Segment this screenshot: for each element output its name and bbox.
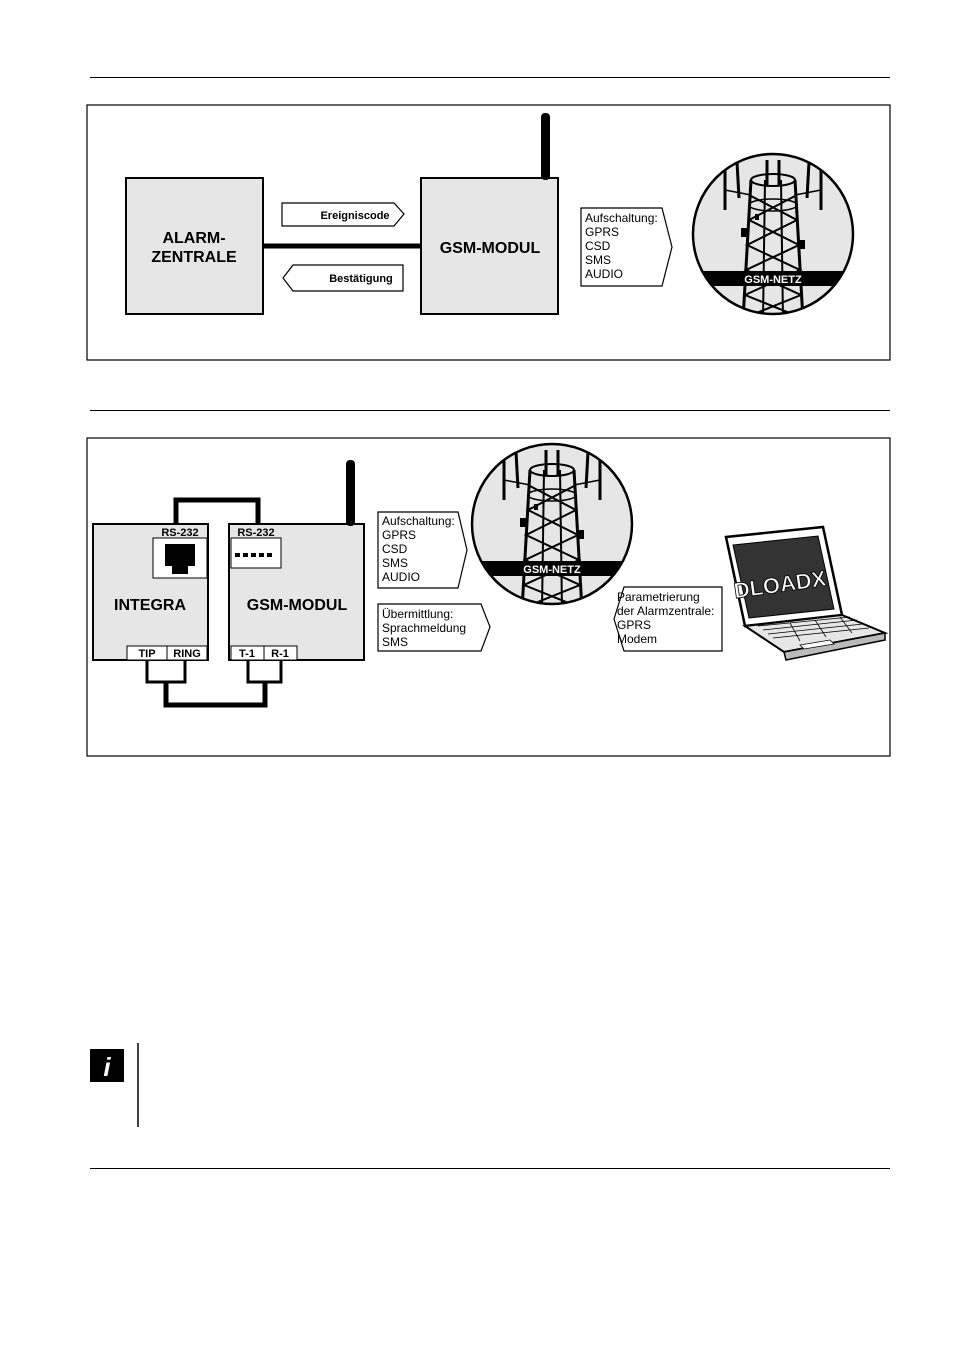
transmission2-item-1: GPRS (382, 528, 416, 542)
transmission2-item-2: CSD (382, 542, 408, 556)
transmission2-item-0: Aufschaltung: (382, 514, 455, 528)
gsm-network-circle-2 (470, 442, 634, 606)
gsm-antenna-2 (346, 460, 355, 526)
transmission-item-1: GPRS (585, 225, 619, 239)
programming-item-2: GPRS (617, 618, 651, 632)
laptop-screen-text: DLOADX (732, 566, 828, 604)
transmission2-item-3: SMS (382, 556, 408, 570)
transmission-box-2 (377, 511, 468, 589)
integra-label: INTEGRA (114, 597, 186, 614)
alarm-panel-box (125, 177, 264, 315)
acknowledge-label: Bestätigung (329, 273, 393, 285)
laptop-icon (724, 525, 889, 661)
gsm-network-circle (691, 152, 855, 316)
footer-rule (90, 1168, 890, 1169)
messaging-box (377, 603, 491, 652)
gsm-antenna (541, 113, 550, 180)
acknowledge-arrow (282, 264, 404, 292)
gsm-rs232-label: RS-232 (237, 527, 274, 539)
gsm-network-label-2: GSM-NETZ (523, 564, 581, 576)
messaging-item-0: Übermittlung: (382, 607, 453, 621)
integra-rs232-label: RS-232 (161, 527, 198, 539)
terminal-r1: R-1 (271, 648, 289, 660)
cell-tower-icon-2 (472, 448, 632, 604)
info-icon (90, 1049, 124, 1082)
rj-socket-icon (165, 544, 195, 574)
gsm-module2-label: GSM-MODUL (247, 597, 348, 614)
gsm-network-label: GSM-NETZ (744, 274, 802, 286)
transmission-item-0: Aufschaltung: (585, 211, 658, 225)
terminal-tip: TIP (138, 648, 155, 660)
alarm-panel-label-1: ALARM- (162, 230, 225, 247)
transmission-item-4: AUDIO (585, 267, 623, 281)
gsm-module-box (420, 177, 559, 315)
event-code-arrow (281, 202, 405, 227)
gsm-module-label: GSM-MODUL (440, 240, 541, 257)
event-code-label: Ereigniscode (320, 210, 389, 222)
programming-item-1: der Alarmzentrale: (617, 604, 714, 618)
header-rule (90, 77, 890, 78)
transmission2-item-4: AUDIO (382, 570, 420, 584)
info-icon-glyph: i (103, 1052, 111, 1082)
programming-box (613, 586, 723, 652)
programming-item-0: Parametrierung (617, 590, 700, 604)
section-rule (90, 410, 890, 411)
phone-line-link (163, 682, 268, 708)
terminal-t1: T-1 (239, 648, 255, 660)
transmission-item-2: CSD (585, 239, 611, 253)
messaging-item-1: Sprachmeldung (382, 621, 466, 635)
rs232-cable (173, 497, 261, 524)
alarm-panel-label-2: ZENTRALE (151, 249, 237, 266)
rs232-pins-icon (235, 553, 272, 557)
transmission-box (580, 207, 673, 287)
cell-tower-icon (693, 158, 853, 314)
terminal-ring: RING (173, 648, 201, 660)
programming-item-3: Modem (617, 632, 657, 646)
messaging-item-2: SMS (382, 635, 408, 649)
transmission-item-3: SMS (585, 253, 611, 267)
